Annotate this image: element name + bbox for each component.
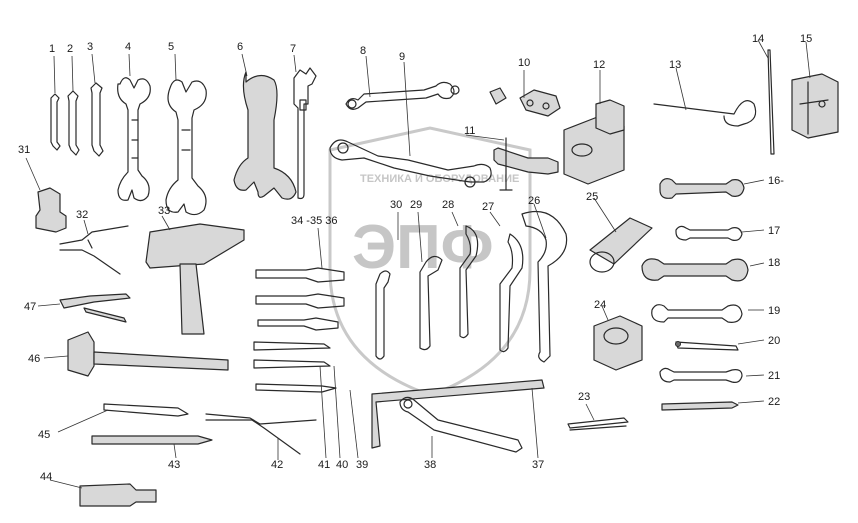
- callout-13: 13: [669, 59, 681, 71]
- tool-2-small-wrench: [67, 55, 80, 156]
- callout-40: 40: [336, 459, 348, 471]
- callout-5: 5: [168, 41, 174, 53]
- callout-25: 25: [586, 191, 598, 203]
- callout-39: 39: [356, 459, 368, 471]
- callout-45: 45: [38, 429, 50, 441]
- tool-26-hook-spanner: [521, 203, 568, 363]
- tool-7-adjustable-wrench: [293, 54, 317, 200]
- callout-17: 17: [768, 225, 780, 237]
- tool-25-tube-socket: [589, 197, 653, 273]
- tool-34-36-screwdrivers: [255, 227, 345, 331]
- tool-15-box-socket: [791, 41, 839, 139]
- callout-4: 4: [125, 41, 131, 53]
- tool-6-heavy-wrench: [233, 53, 297, 200]
- callout-44: 44: [40, 471, 52, 483]
- callout-18: 18: [768, 257, 780, 269]
- callout-2: 2: [67, 43, 73, 55]
- tool-47-pliers: [37, 293, 131, 323]
- tool-32-pliers: [59, 219, 129, 275]
- tool-38-ring-wrench: [399, 396, 523, 458]
- tool-3-small-wrench: [90, 53, 104, 157]
- callout-1: 1: [49, 43, 55, 55]
- watermark-tagline: ТЕХНИКА И ОБОРУДОВАНИЕ: [360, 173, 519, 185]
- tool-22-punch: [661, 400, 765, 411]
- callout-42: 42: [271, 459, 283, 471]
- callout-15: 15: [800, 33, 812, 45]
- callout-46: 46: [28, 353, 40, 365]
- callout-16: 16-: [768, 175, 784, 187]
- callout-14: 14: [752, 33, 764, 45]
- callout-7: 7: [290, 43, 296, 55]
- callout-22: 22: [768, 396, 780, 408]
- callout-38: 38: [424, 459, 436, 471]
- callout-43: 43: [168, 459, 180, 471]
- callout-24: 24: [594, 299, 606, 311]
- callout-47: 47: [24, 301, 36, 313]
- tool-28-hook-spanner: [451, 211, 479, 339]
- callout-30: 30: [390, 199, 402, 211]
- callout-33: 33: [158, 205, 170, 217]
- tool-42-long-pliers: [205, 413, 317, 460]
- tool-16-wrench: [659, 178, 765, 199]
- tool-44-grease-gun-nozzle: [49, 479, 157, 507]
- tool-14-rod: [757, 39, 775, 155]
- tool-46-hammer: [43, 331, 229, 377]
- callout-23: 23: [578, 391, 590, 403]
- callout-8: 8: [360, 45, 366, 57]
- tool-29-hook-spanner: [417, 211, 443, 351]
- callout-9: 9: [399, 51, 405, 63]
- tool-11-t-socket: [465, 134, 559, 191]
- tool-1-small-wrench: [50, 55, 61, 151]
- tool-45-feeler: [57, 403, 189, 433]
- tool-21-wrench: [659, 367, 765, 383]
- callout-12: 12: [593, 59, 605, 71]
- tools: [25, 39, 839, 507]
- watermark-logo-text: ЭПФ: [352, 213, 494, 282]
- callout-29: 29: [410, 199, 422, 211]
- tool-10-tube-spanner: [489, 70, 561, 117]
- tool-13-hook: [653, 67, 757, 127]
- tool-31-socket: [25, 157, 67, 233]
- callout-11: 11: [464, 125, 475, 137]
- callout-19: 19: [768, 305, 780, 317]
- tool-33-hammer: [145, 215, 245, 335]
- callout-6: 6: [237, 41, 243, 53]
- callout-20: 20: [768, 335, 780, 347]
- callout-26: 26: [528, 195, 540, 207]
- tool-24-hex-socket: [593, 305, 643, 371]
- tool-18-wrench: [641, 258, 765, 282]
- callout-10: 10: [518, 57, 530, 69]
- tool-37-lever-bar: [371, 379, 545, 459]
- tool-5-open-wrench: [165, 53, 207, 216]
- callout-3: 3: [87, 41, 93, 53]
- tool-19-wrench: [651, 304, 764, 323]
- tool-9-bent-wrench: [329, 61, 492, 188]
- tool-8-offset-box-wrench: [345, 55, 460, 110]
- tool-27-hook-spanner: [489, 211, 524, 353]
- callout-34-36: 34 -35 36: [291, 215, 337, 227]
- tool-30-hook-spanner: [375, 212, 399, 360]
- callout-numbers: 1 2 3 4 5 6 7 8 9 10 11 12 13 14 15 16- …: [18, 33, 812, 483]
- tool-39-41-drifts: [253, 341, 359, 459]
- callout-27: 27: [482, 201, 494, 213]
- watermark: ТЕХНИКА И ОБОРУДОВАНИЕ ЭПФ: [328, 126, 532, 397]
- tool-23-tweezers: [567, 403, 629, 431]
- callout-32: 32: [76, 209, 88, 221]
- tool-17-wrench: [675, 225, 765, 241]
- tool-4-open-wrench: [117, 53, 151, 202]
- callout-37: 37: [532, 459, 544, 471]
- callout-41: 41: [318, 459, 330, 471]
- tool-43-chisel: [91, 435, 213, 459]
- callout-31: 31: [18, 144, 30, 156]
- tool-20-driver: [675, 339, 765, 351]
- callout-21: 21: [768, 370, 780, 382]
- tool-12-socket: [563, 70, 625, 185]
- callout-28: 28: [442, 199, 454, 211]
